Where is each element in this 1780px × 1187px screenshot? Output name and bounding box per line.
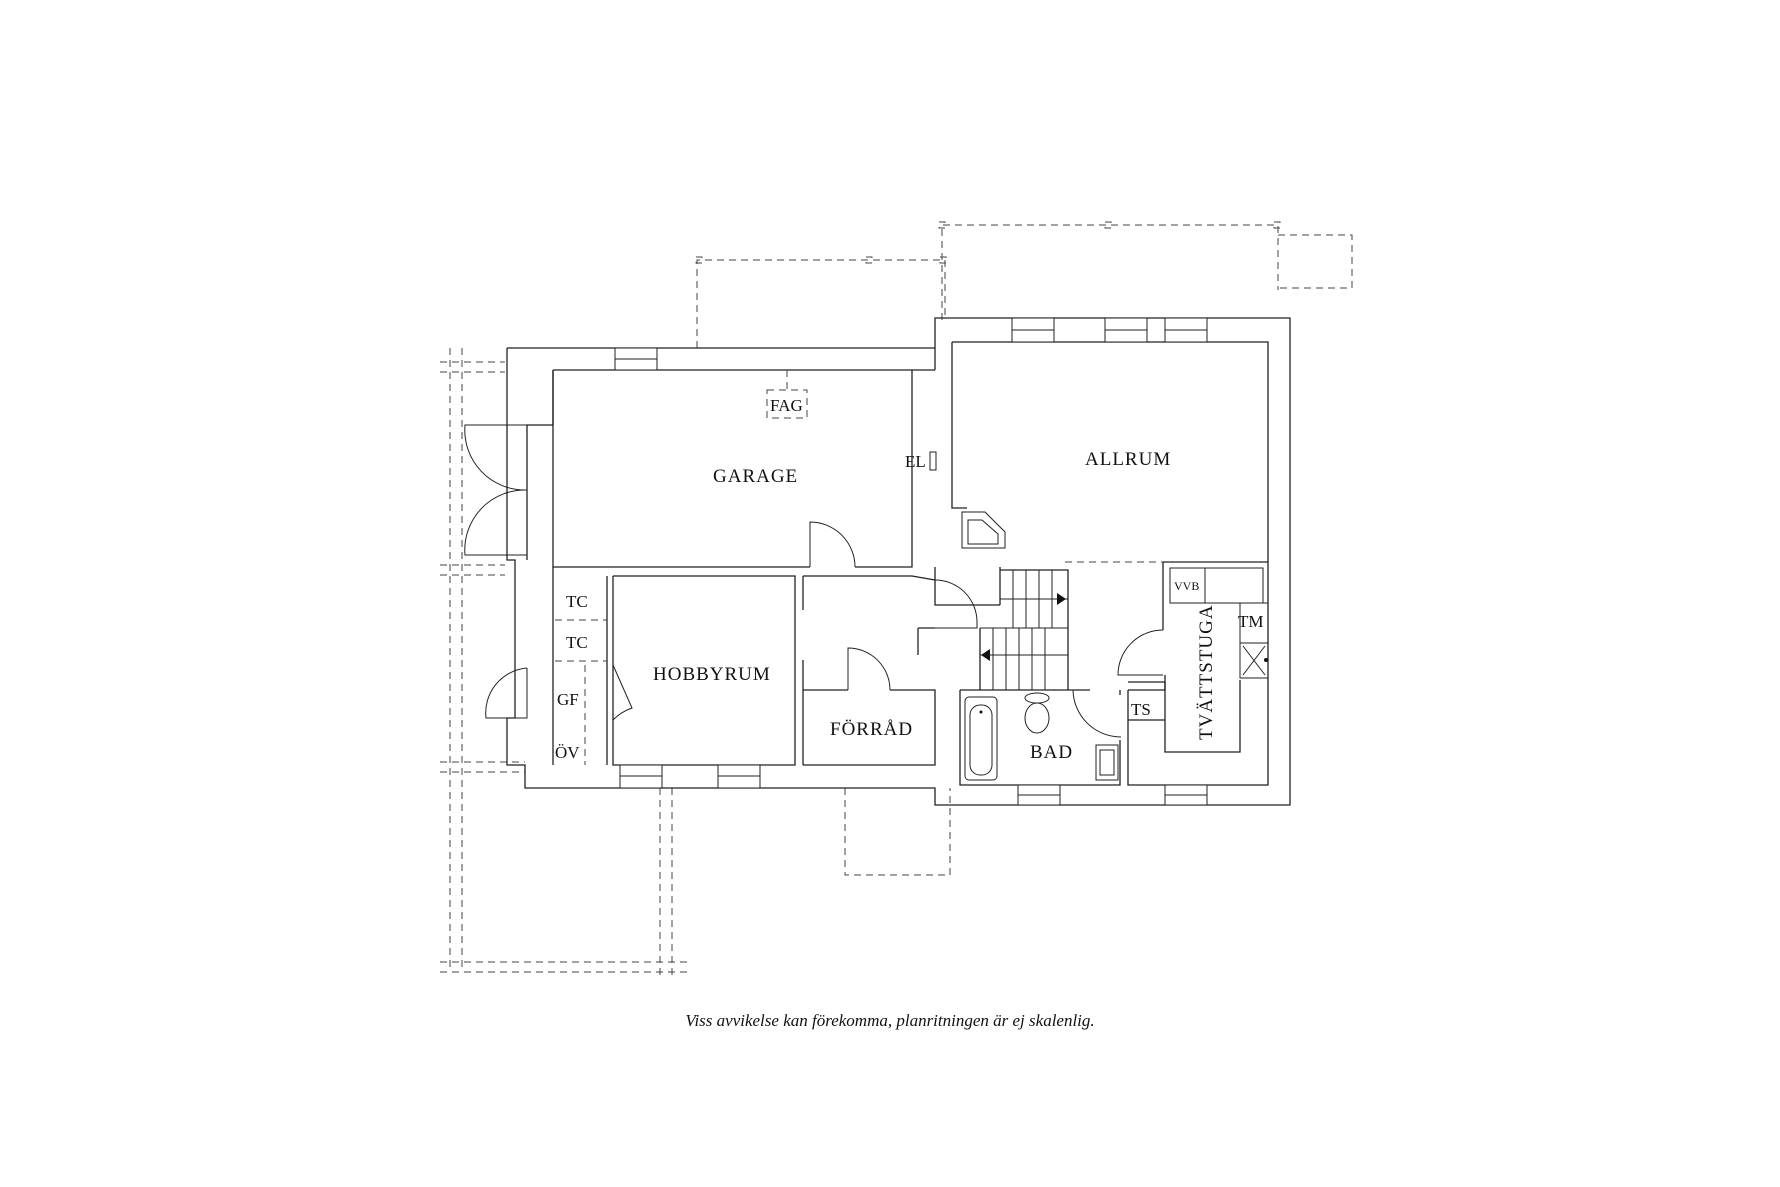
vvb-label: VVB bbox=[1174, 579, 1199, 593]
forrad-room bbox=[803, 647, 936, 766]
allrum-label: ALLRUM bbox=[1085, 449, 1171, 470]
garage-label: GARAGE bbox=[713, 466, 798, 487]
tc2-label: TC bbox=[566, 633, 588, 652]
hobbyrum-label: HOBBYRUM bbox=[653, 664, 771, 685]
el-label: EL bbox=[905, 452, 926, 471]
hobbyrum-room bbox=[612, 575, 804, 766]
hall bbox=[485, 567, 936, 765]
ts-label: TS bbox=[1131, 700, 1151, 719]
bad-room bbox=[959, 689, 1122, 786]
disclaimer-text: Viss avvikelse kan förekomma, planritnin… bbox=[685, 1011, 1094, 1030]
tm-label: TM bbox=[1238, 612, 1264, 631]
tc1-label: TC bbox=[566, 592, 588, 611]
windows bbox=[614, 317, 1208, 806]
forrad-label: FÖRRÅD bbox=[830, 719, 913, 740]
dashed-outlines bbox=[440, 221, 1353, 975]
bad-label: BAD bbox=[1030, 742, 1073, 763]
tvattstuga-label: TVÄTTSTUGA bbox=[1196, 604, 1217, 740]
ov-label: ÖV bbox=[555, 743, 580, 762]
stairs bbox=[917, 567, 1069, 690]
fag-label: FAG bbox=[770, 396, 803, 415]
gf-label: GF bbox=[557, 690, 579, 709]
garage-room bbox=[464, 370, 937, 568]
tvattstuga-room bbox=[1117, 561, 1269, 786]
